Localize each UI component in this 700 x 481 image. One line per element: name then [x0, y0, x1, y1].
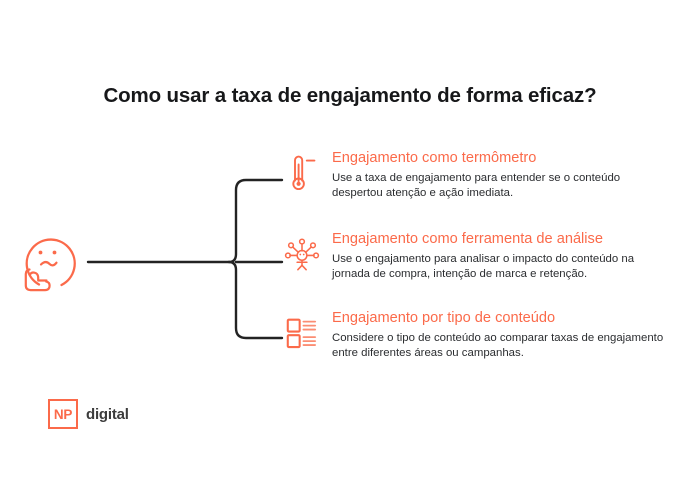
branch-item: Engajamento como termômetro Use a taxa d… — [284, 150, 674, 201]
content-list-icon — [286, 318, 317, 349]
thermometer-icon — [292, 155, 316, 191]
branch-heading: Engajamento como termômetro — [332, 150, 537, 166]
branch-text: Engajamento por tipo de conteúdo Conside… — [332, 310, 674, 361]
branch-item: Engajamento como ferramenta de análise U… — [284, 231, 674, 282]
branch-body: Considere o tipo de conteúdo ao comparar… — [332, 332, 664, 360]
branch-text: Engajamento como termômetro Use a taxa d… — [332, 150, 674, 201]
branch-body: Use a taxa de engajamento para entender … — [332, 172, 621, 200]
branch-body: Use o engajamento para analisar o impact… — [332, 253, 635, 281]
branch-item: Engajamento por tipo de conteúdo Conside… — [284, 310, 674, 361]
thinking-face-icon — [24, 238, 76, 292]
logo-wordmark: digital — [86, 405, 129, 423]
analysis-network-icon — [284, 238, 320, 271]
page-title: Como usar a taxa de engajamento de forma… — [103, 84, 597, 107]
branch-text: Engajamento como ferramenta de análise U… — [332, 231, 674, 282]
logo-mark: NP — [48, 399, 78, 429]
np-digital-logo: NP digital — [48, 399, 129, 429]
branch-heading: Engajamento por tipo de conteúdo — [332, 310, 556, 326]
branch-heading: Engajamento como ferramenta de análise — [332, 231, 603, 247]
